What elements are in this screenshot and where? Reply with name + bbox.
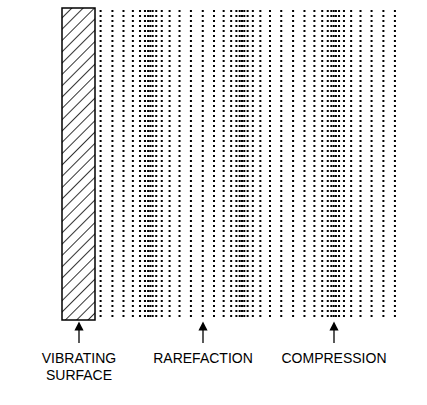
particle-line — [161, 10, 163, 320]
leader-arrow — [78, 326, 79, 343]
particle-line — [122, 10, 124, 320]
particle-line — [321, 10, 323, 320]
part-label: VIBRATING SURFACE — [34, 350, 124, 384]
part-label: COMPRESSION — [274, 350, 394, 367]
particle-line — [155, 10, 157, 320]
particle-line — [169, 10, 171, 320]
particle-line — [190, 10, 192, 320]
particle-line — [179, 10, 181, 320]
particle-line — [338, 10, 340, 320]
part-label: RAREFACTION — [143, 350, 263, 367]
vibrating-surface — [62, 8, 95, 320]
particle-line — [343, 10, 345, 320]
particle-line — [259, 10, 261, 320]
particle-line — [149, 10, 151, 320]
air-particle-lines — [101, 10, 395, 320]
particle-line — [239, 10, 241, 320]
particle-line — [292, 10, 294, 320]
leader-arrow — [333, 326, 334, 343]
particle-line — [223, 10, 225, 320]
leader-arrow — [202, 326, 203, 343]
particle-line — [303, 10, 305, 320]
particle-line — [144, 10, 146, 320]
particle-line — [132, 10, 134, 320]
particle-line — [241, 10, 243, 320]
particle-line — [394, 10, 396, 320]
particle-line — [382, 10, 384, 320]
particle-line — [330, 10, 332, 320]
particle-line — [252, 10, 254, 320]
particle-line — [100, 10, 102, 320]
particle-line — [360, 10, 362, 320]
particle-line — [350, 10, 352, 320]
particle-line — [147, 10, 149, 320]
particle-line — [139, 10, 141, 320]
particle-line — [243, 10, 245, 320]
particle-line — [247, 10, 249, 320]
particle-line — [280, 10, 282, 320]
particle-line — [111, 10, 113, 320]
particle-line — [235, 10, 237, 320]
particle-line — [213, 10, 215, 320]
particle-line — [313, 10, 315, 320]
particle-line — [333, 10, 335, 320]
particle-line — [230, 10, 232, 320]
particle-line — [202, 10, 204, 320]
particle-line — [371, 10, 373, 320]
particle-line — [327, 10, 329, 320]
particle-line — [269, 10, 271, 320]
particle-line — [335, 10, 337, 320]
particle-line — [152, 10, 154, 320]
